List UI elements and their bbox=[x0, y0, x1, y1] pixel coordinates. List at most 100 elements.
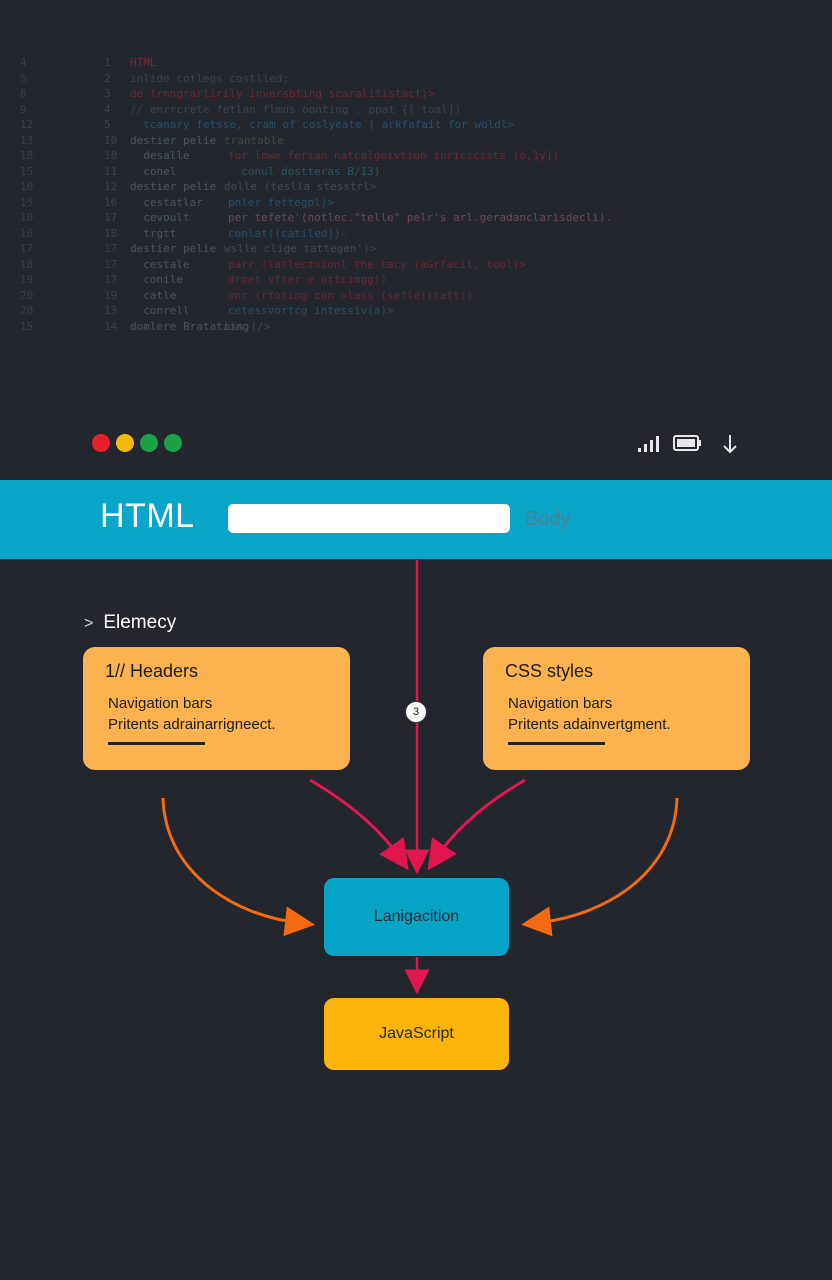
line-number-secondary: 14 bbox=[104, 319, 118, 333]
code-keyword: destier pelie bbox=[130, 133, 217, 147]
line-number: 10 bbox=[20, 180, 34, 193]
right-orange-arrow bbox=[521, 797, 679, 937]
step-badge: 3 bbox=[405, 701, 427, 723]
brand-title: HTML bbox=[100, 497, 195, 535]
code-keyword: conel bbox=[130, 164, 177, 178]
line-number-secondary: 17 bbox=[104, 242, 118, 255]
code-background: 4 1 HTML 5 2 inlide cotlegs costlied; 8 3 de trn… bbox=[0, 48, 832, 348]
code-keyword: destier pelie bbox=[130, 180, 217, 193]
code-text: ass (/> bbox=[224, 319, 271, 333]
line-number: 16 bbox=[20, 226, 34, 240]
code-text: // enrrcrete fetlan flmns oonting . ppat… bbox=[130, 102, 462, 116]
code-keyword: trgtt bbox=[130, 226, 177, 240]
line-number-secondary: 4 bbox=[104, 102, 111, 116]
line-number: 19 bbox=[20, 273, 34, 286]
left-card-red-arrow bbox=[309, 778, 409, 871]
card-underline bbox=[508, 742, 605, 745]
maximize-dot[interactable] bbox=[140, 434, 158, 452]
code-text: conlat((catiled])- bbox=[228, 226, 348, 240]
code-text: tcanary fetsse, cram of coslyeate ( arkf… bbox=[130, 118, 515, 131]
line-number: 13 bbox=[20, 133, 34, 147]
code-keyword: cestatlar bbox=[130, 195, 203, 209]
code-keyword: cestale bbox=[130, 257, 190, 271]
code-text: for lowe ferian natcalgeivtion inricicis… bbox=[228, 149, 560, 162]
line-number: 10 bbox=[20, 211, 34, 224]
line-number: 8 bbox=[20, 87, 27, 100]
lanigacition-node[interactable]: Lanigacition bbox=[324, 878, 509, 956]
line-number-secondary: 13 bbox=[104, 304, 118, 317]
line-number-secondary: 3 bbox=[104, 87, 111, 100]
line-number-secondary: 5 bbox=[104, 118, 111, 131]
line-number: 18 bbox=[20, 149, 34, 162]
line-number-secondary: 1 bbox=[104, 56, 111, 69]
code-text: conul dostteras B/13) bbox=[228, 164, 381, 178]
status-icons bbox=[636, 432, 746, 456]
code-text: wslle clige tattegen')> bbox=[224, 242, 377, 255]
card-line: Pritents adainvertgment. bbox=[508, 716, 671, 733]
tab-body[interactable]: Body bbox=[525, 508, 571, 530]
code-text: cetessvortcg intessiv(a)> bbox=[228, 304, 394, 317]
line-number-secondary: 12 bbox=[104, 180, 118, 193]
line-number: 20 bbox=[20, 304, 34, 317]
code-keyword: conrell bbox=[130, 304, 190, 317]
minimize-dot[interactable] bbox=[116, 434, 134, 452]
line-number-secondary: 17 bbox=[104, 211, 118, 224]
card-title: CSS styles bbox=[505, 661, 594, 681]
chevron-right-icon: > bbox=[84, 615, 94, 632]
code-keyword: desalle bbox=[130, 149, 190, 162]
signal-icon bbox=[638, 436, 659, 452]
card-line: Navigation bars bbox=[508, 695, 613, 712]
code-text: dolle (teslla stesstrl> bbox=[224, 180, 377, 193]
code-keyword: destier pelie bbox=[130, 242, 217, 255]
headers-card[interactable]: 1// Headers Navigation bars Pritents adr… bbox=[83, 647, 350, 770]
code-keyword: catle bbox=[130, 288, 177, 302]
line-number-secondary: 17 bbox=[104, 273, 118, 286]
card-line: Navigation bars bbox=[108, 695, 213, 712]
line-number: 15 bbox=[20, 319, 34, 333]
code-text: pnler fettegpl)> bbox=[228, 195, 334, 209]
line-number-secondary: 10 bbox=[104, 133, 118, 147]
line-number: 17 bbox=[20, 242, 34, 255]
battery-icon bbox=[673, 435, 701, 451]
code-text: per tefete'(notlec."telle" pelr's arl.ge… bbox=[228, 211, 613, 224]
line-number-secondary: 18 bbox=[104, 226, 118, 240]
line-number: 15 bbox=[20, 164, 34, 178]
code-text: de trnngrarlirily inversbting scaralitis… bbox=[130, 87, 435, 100]
code-keyword: conile bbox=[130, 273, 183, 286]
section-label-text: Elemecy bbox=[103, 612, 177, 633]
code-keyword: domlere Bratatiing bbox=[130, 319, 250, 333]
line-number: 18 bbox=[20, 257, 34, 271]
code-text: droet vfter e ottcimgg)) bbox=[228, 273, 387, 286]
extra-dot[interactable] bbox=[164, 434, 182, 452]
card-title: 1// Headers bbox=[105, 661, 199, 681]
line-number-secondary: 11 bbox=[104, 164, 118, 178]
code-text: HTML bbox=[130, 56, 157, 69]
line-number-secondary: 17 bbox=[104, 257, 118, 271]
line-number-secondary: 2 bbox=[104, 71, 111, 85]
code-text: inlide cotlegs costlied; bbox=[130, 71, 289, 85]
code-text: parr (latlectsionl the tacy (aGrfacil, t… bbox=[228, 257, 527, 271]
code-text: trantable bbox=[224, 133, 284, 147]
line-number: 4 bbox=[20, 56, 27, 69]
code-keyword: cevoult bbox=[130, 211, 190, 224]
download-arrow-icon[interactable] bbox=[723, 435, 737, 454]
line-number: 5 bbox=[20, 71, 27, 85]
card-underline bbox=[108, 742, 205, 745]
line-number: 20 bbox=[20, 288, 34, 302]
right-card-red-arrow bbox=[427, 778, 526, 871]
close-dot[interactable] bbox=[92, 434, 110, 452]
address-bar-input[interactable] bbox=[228, 504, 510, 533]
line-number: 9 bbox=[20, 102, 27, 116]
left-orange-arrow bbox=[161, 797, 315, 937]
javascript-node[interactable]: JavaScript bbox=[324, 998, 509, 1070]
line-number: 15 bbox=[20, 195, 34, 209]
section-label[interactable]: > Elemecy bbox=[84, 612, 176, 634]
window-controls bbox=[92, 434, 182, 452]
line-number-secondary: 19 bbox=[104, 288, 118, 302]
line-number: 12 bbox=[20, 118, 34, 131]
card-line: Pritents adrainarrigneect. bbox=[108, 716, 276, 733]
line-number-secondary: 16 bbox=[104, 195, 118, 209]
css-styles-card[interactable]: CSS styles Navigation bars Pritents adai… bbox=[483, 647, 750, 770]
line-number-secondary: 10 bbox=[104, 149, 118, 162]
